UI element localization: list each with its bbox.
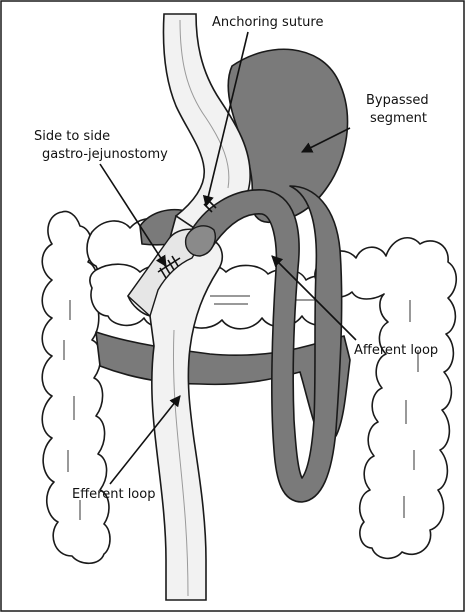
tube-shading	[172, 19, 230, 597]
gastric-pouch	[127, 228, 207, 318]
anastomosis-stitches	[157, 255, 181, 279]
label-side-to-side-line1: Side to side	[34, 129, 110, 144]
arrow-anchoring-suture	[202, 31, 249, 208]
arrow-bypassed-segment	[300, 127, 351, 153]
arrow-afferent-loop	[271, 255, 357, 341]
afferent-loop-end	[184, 225, 216, 257]
descending-colon	[314, 236, 458, 560]
label-bypassed-line1: Bypassed	[366, 93, 429, 108]
label-efferent-loop: Efferent loop	[72, 487, 155, 502]
label-afferent-loop: Afferent loop	[354, 343, 438, 358]
label-anchoring-suture: Anchoring suture	[212, 15, 323, 30]
label-side-to-side-line2: gastro-jejunostomy	[42, 147, 168, 162]
arrow-gastro-jejunostomy	[99, 163, 167, 267]
afferent-loop	[187, 185, 343, 503]
label-bypassed-line2: segment	[370, 111, 427, 126]
arrow-efferent-loop	[109, 395, 181, 485]
